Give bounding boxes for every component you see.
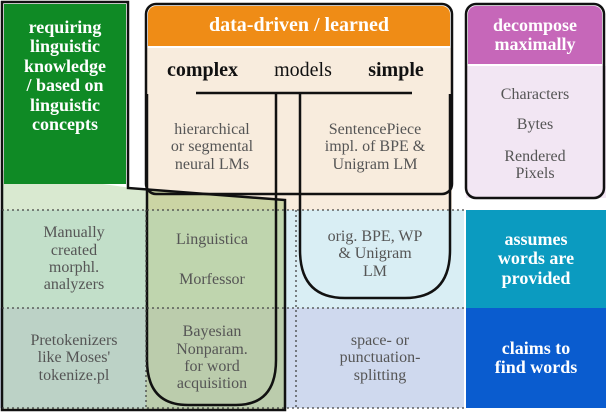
neural-lm-cell: hierarchical or segmental neural LMs — [170, 121, 254, 173]
learned-header: data-driven / learned — [148, 6, 450, 46]
axis-complex-label: complex — [166, 59, 239, 82]
orig-bpe-cell: orig. BPE, WP & Unigram LM — [327, 228, 423, 280]
decompose-header: decompose maximally — [468, 6, 602, 64]
linguistica-cell: Linguistica — [176, 231, 248, 249]
space-splitting-cell: space- or punctuation- splitting — [339, 332, 421, 384]
decompose-bg — [466, 66, 606, 198]
manual-analyzers-cell: Manually created morphl. analyzers — [43, 224, 105, 294]
morfessor-cell: Morfessor — [179, 271, 245, 289]
assumes-row-bg — [0, 210, 464, 308]
pretokenizers-cell: Pretokenizers like Moses' tokenize.pl — [30, 332, 118, 384]
bayesian-cell: Bayesian Nonparam. for word acquisition — [176, 323, 248, 393]
rendered-pixels-item: Rendered Pixels — [504, 147, 566, 182]
finds-row-bg — [0, 308, 464, 408]
characters-item: Characters — [500, 86, 570, 104]
axis-models-label: models — [274, 59, 332, 82]
linguistic-knowledge-label: requiring linguistic knowledge / based o… — [4, 4, 126, 184]
axis-simple-label: simple — [368, 59, 424, 82]
sentencepiece-cell: SentencePiece impl. of BPE & Unigram LM — [324, 121, 426, 173]
assumes-words-label: assumes words are provided — [466, 210, 606, 308]
finds-words-label: claims to find words — [466, 308, 606, 408]
bytes-item: Bytes — [516, 116, 554, 134]
